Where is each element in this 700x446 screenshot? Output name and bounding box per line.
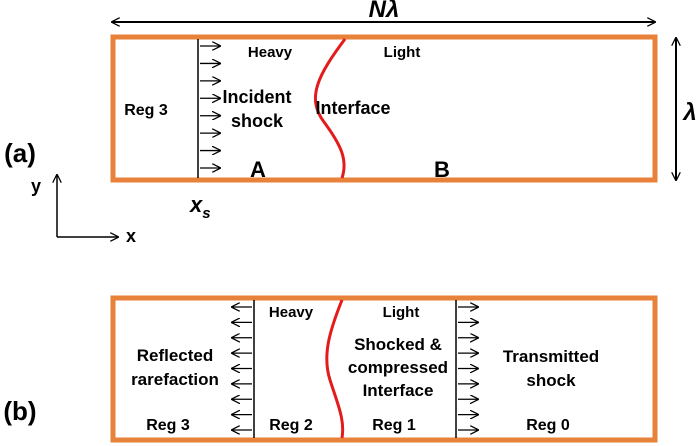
coordinate-axes: y x bbox=[31, 175, 136, 246]
reflected-rarefaction-arrows bbox=[232, 307, 252, 430]
heavy-label-a: Heavy bbox=[248, 44, 293, 61]
region-2-label-b: Reg 2 bbox=[269, 417, 313, 434]
height-label: λ bbox=[681, 99, 696, 126]
domain-box-b bbox=[110, 295, 658, 443]
interface-label-b-line2: compressed bbox=[348, 358, 448, 377]
interface-curve-b bbox=[325, 299, 345, 439]
width-label: Nλ bbox=[369, 0, 400, 23]
region-1-label-b: Reg 1 bbox=[372, 417, 416, 434]
incident-shock-label-line1: Incident bbox=[222, 87, 291, 107]
interface-label-a: Interface bbox=[315, 98, 390, 118]
shock-position-label: xs bbox=[189, 192, 211, 222]
light-label-a: Light bbox=[384, 44, 421, 61]
interface-curve-a bbox=[314, 38, 347, 179]
heavy-label-b: Heavy bbox=[269, 304, 314, 321]
light-label-b: Light bbox=[383, 304, 420, 321]
transmitted-shock-arrows bbox=[458, 307, 478, 430]
reflected-label-line1: Reflected bbox=[137, 346, 214, 365]
domain-box-a bbox=[110, 34, 658, 183]
x-axis-label: x bbox=[126, 226, 136, 246]
panel-b-label: (b) bbox=[3, 396, 36, 426]
transmitted-label-line1: Transmitted bbox=[503, 347, 599, 366]
region-3-label-a: Reg 3 bbox=[124, 102, 168, 119]
interface-label-b-line1: Shocked & bbox=[354, 335, 442, 354]
point-b-label: B bbox=[434, 157, 450, 182]
incident-shock-label-line2: shock bbox=[231, 111, 284, 131]
region-3-label-b: Reg 3 bbox=[146, 417, 190, 434]
point-a-label: A bbox=[250, 157, 266, 182]
panel-a: Nλ λ Reg 3 Heavy Light Incident shock In… bbox=[4, 0, 697, 246]
incident-shock-arrows bbox=[200, 46, 220, 168]
reflected-label-line2: rarefaction bbox=[131, 370, 219, 389]
interface-label-b-line3: Interface bbox=[363, 381, 434, 400]
region-0-label-b: Reg 0 bbox=[526, 417, 570, 434]
y-axis-label: y bbox=[31, 176, 41, 196]
transmitted-label-line2: shock bbox=[526, 371, 576, 390]
shock-position-subscript: s bbox=[202, 205, 210, 222]
panel-b: Heavy Light Reflected rarefaction Shocke… bbox=[3, 295, 658, 443]
panel-a-label: (a) bbox=[4, 138, 36, 168]
shock-position-symbol: x bbox=[189, 192, 203, 217]
